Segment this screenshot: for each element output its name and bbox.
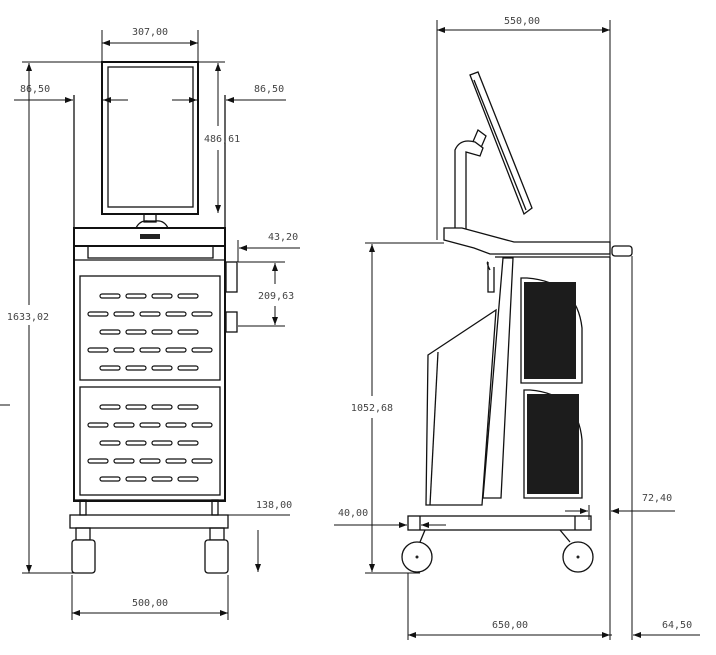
cart-body-side [401,227,633,573]
dim-label: 138,00 [256,500,292,511]
dim-rear-offset: 72,40 [565,493,675,520]
vent-slot [151,329,173,335]
vent-slot [139,347,161,353]
dim-label: 486,61 [204,134,240,145]
dim-label: 1633,02 [7,312,49,323]
vent-slot [99,329,121,335]
vent-slots-front [87,293,213,482]
vent-slot [125,476,147,482]
vent-slot [177,329,199,335]
vent-slot [87,422,109,428]
dim-label: 209,63 [258,291,294,302]
dim-base-inset: 40,00 [334,508,446,528]
dim-label: 86,50 [20,84,50,95]
vent-slot [165,458,187,464]
vent-slot [191,458,213,464]
vent-slot [113,311,135,317]
vent-slot [125,440,147,446]
dim-drawer-height: 209,63 [238,261,294,327]
vent-slot [165,422,187,428]
vent-slot [99,440,121,446]
dim-base-width: 500,00 [71,575,229,620]
vent-slot [139,422,161,428]
dim-base-depth: 650,00 [407,573,610,640]
vent-slot [99,404,121,410]
vent-slot [139,458,161,464]
dim-label: 64,50 [662,620,692,631]
vent-slot [151,293,173,299]
dim-total-height: 1633,02 [7,63,80,574]
monitor-front [101,61,199,229]
dim-label: 500,00 [132,598,168,609]
vent-slot [191,347,213,353]
vent-slot [151,476,173,482]
dim-left-offset: 86,50 [14,84,128,103]
cart-body-front [69,95,238,574]
dim-label: 72,40 [642,493,672,504]
vent-slot [177,293,199,299]
dim-label: 1052,68 [351,403,393,414]
vent-slot [151,365,173,371]
dim-base-height: 138,00 [228,500,292,572]
dim-label: 86,50 [254,84,284,95]
vent-slot [191,311,213,317]
vent-slot [177,365,199,371]
vent-slot [177,440,199,446]
dim-right-offset: 86,50 [172,84,286,103]
vent-slot [87,311,109,317]
dim-monitor-width: 307,00 [101,27,199,62]
vent-slot [125,365,147,371]
vent-slot [125,293,147,299]
front-view: 307,00 86,50 86,50 486,61 1633,02 43,2 [0,27,300,620]
vent-slot [125,329,147,335]
vent-slot [151,404,173,410]
monitor-side [454,71,533,231]
dim-label: 43,20 [268,232,298,243]
side-view: 550,00 1052,68 40,00 72,40 650,00 [334,16,700,640]
vent-slot [113,347,135,353]
vent-slot [125,404,147,410]
vent-slot [165,347,187,353]
vent-slot [99,476,121,482]
dim-monitor-height: 486,61 [204,63,240,213]
dim-label: 550,00 [504,16,540,27]
dim-drawer-offset: 43,20 [237,232,300,262]
vent-slot [99,365,121,371]
vent-slot [165,311,187,317]
vent-slot [113,422,135,428]
vent-slot [177,404,199,410]
dim-body-height: 1052,68 [351,242,444,574]
vent-slot [151,440,173,446]
dim-label: 40,00 [338,508,368,519]
vent-slot [191,422,213,428]
vent-slot [99,293,121,299]
vent-slot [113,458,135,464]
vent-slot [139,311,161,317]
vent-slot [87,347,109,353]
dim-label: 650,00 [492,620,528,631]
vent-slot [87,458,109,464]
vent-slot [177,476,199,482]
dim-handle-offset: 64,50 [609,256,700,640]
dim-top-depth: 550,00 [436,16,611,640]
dim-label: 307,00 [132,27,168,38]
